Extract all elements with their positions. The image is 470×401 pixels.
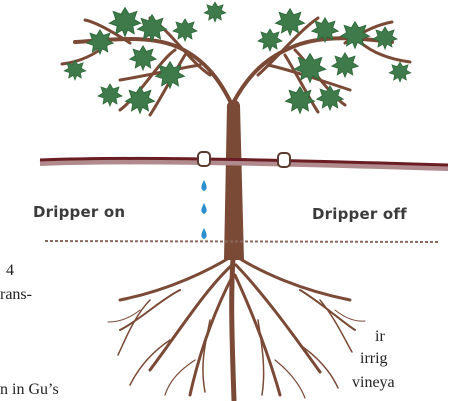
- clipped-text-right: irrig: [360, 350, 388, 368]
- water-drop-icon: [201, 180, 206, 239]
- clipped-text-right: vineya: [352, 374, 395, 392]
- clipped-text-left: 4: [6, 262, 14, 280]
- dripper-off-label: Dripper off: [312, 205, 407, 223]
- clipped-text-left: rans-: [0, 286, 32, 304]
- clipped-text-right: ir: [375, 328, 385, 346]
- soil-line: [45, 241, 440, 242]
- clipped-text-left: n in Gu’s: [0, 381, 59, 399]
- dripper-on-label: Dripper on: [33, 203, 125, 221]
- drip-pipe: [40, 158, 448, 168]
- trunk: [224, 100, 244, 260]
- dripper-emitter-icon: [198, 152, 210, 166]
- dripper-emitter-icon: [278, 153, 290, 167]
- root-system: [108, 245, 365, 400]
